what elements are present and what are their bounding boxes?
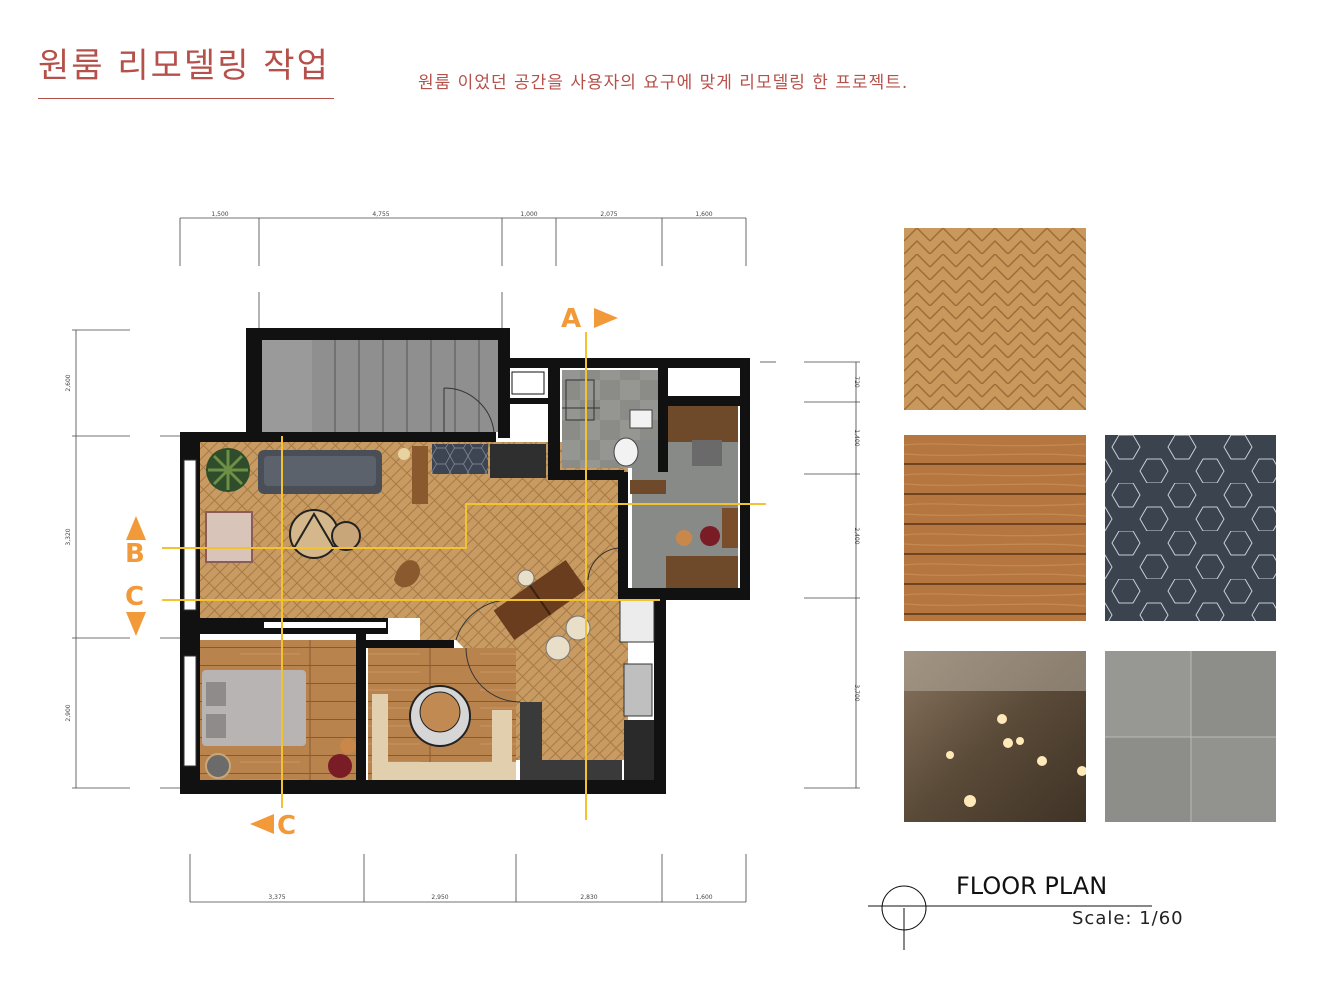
page-subtitle: 원룸 이었던 공간을 사용자의 요구에 맞게 리모델링 한 프로젝트.	[418, 73, 909, 93]
legend-scale: Scale: 1/60	[1072, 908, 1184, 929]
dim-left-2: 3,320	[65, 528, 72, 545]
dim-bottom-3: 2,830	[580, 894, 597, 901]
marker-b-arrow	[126, 516, 146, 540]
marker-c-bottom-arrow	[250, 814, 274, 834]
windows	[183, 371, 738, 767]
dim-top-5: 1,600	[695, 211, 712, 218]
entry-tile	[432, 444, 488, 474]
dim-top-4: 2,075	[600, 211, 617, 218]
dim-right-3: 2,400	[853, 527, 860, 544]
dim-bottom-1: 3,375	[268, 894, 285, 901]
dim-bottom-4: 1,600	[695, 894, 712, 901]
swatch-epoxy	[904, 651, 1086, 822]
marker-a-arrow	[594, 308, 618, 328]
swatch-concrete-tile	[1105, 651, 1276, 822]
dim-right-2: 1,400	[853, 429, 860, 446]
marker-c-bottom-label: C	[277, 811, 296, 841]
dim-bottom-2: 2,950	[431, 894, 448, 901]
dim-right-1: 720	[853, 376, 860, 388]
dim-top-2: 4,755	[372, 211, 389, 218]
marker-c-arrow	[126, 612, 146, 636]
dim-top-1: 1,500	[211, 211, 228, 218]
marker-a-label: A	[561, 304, 581, 334]
title-underline	[38, 98, 334, 99]
swatch-plank-wood	[904, 435, 1086, 621]
swatch-herringbone	[904, 228, 1086, 410]
legend-title: FLOOR PLAN	[956, 872, 1108, 900]
marker-b-label: B	[125, 539, 145, 569]
furniture	[202, 379, 738, 780]
dim-left-1: 2,600	[65, 374, 72, 391]
dim-left-3: 2,900	[65, 704, 72, 721]
dimension-lines	[72, 217, 860, 903]
swatch-hex-tile	[1105, 435, 1276, 621]
north-symbol	[868, 885, 1152, 950]
section-markers	[126, 308, 618, 834]
dim-right-4: 3,700	[853, 684, 860, 701]
page-title: 원룸 리모델링 작업	[38, 46, 330, 86]
section-lines	[162, 332, 766, 820]
marker-c-label: C	[125, 582, 144, 612]
dim-top-3: 1,000	[520, 211, 537, 218]
